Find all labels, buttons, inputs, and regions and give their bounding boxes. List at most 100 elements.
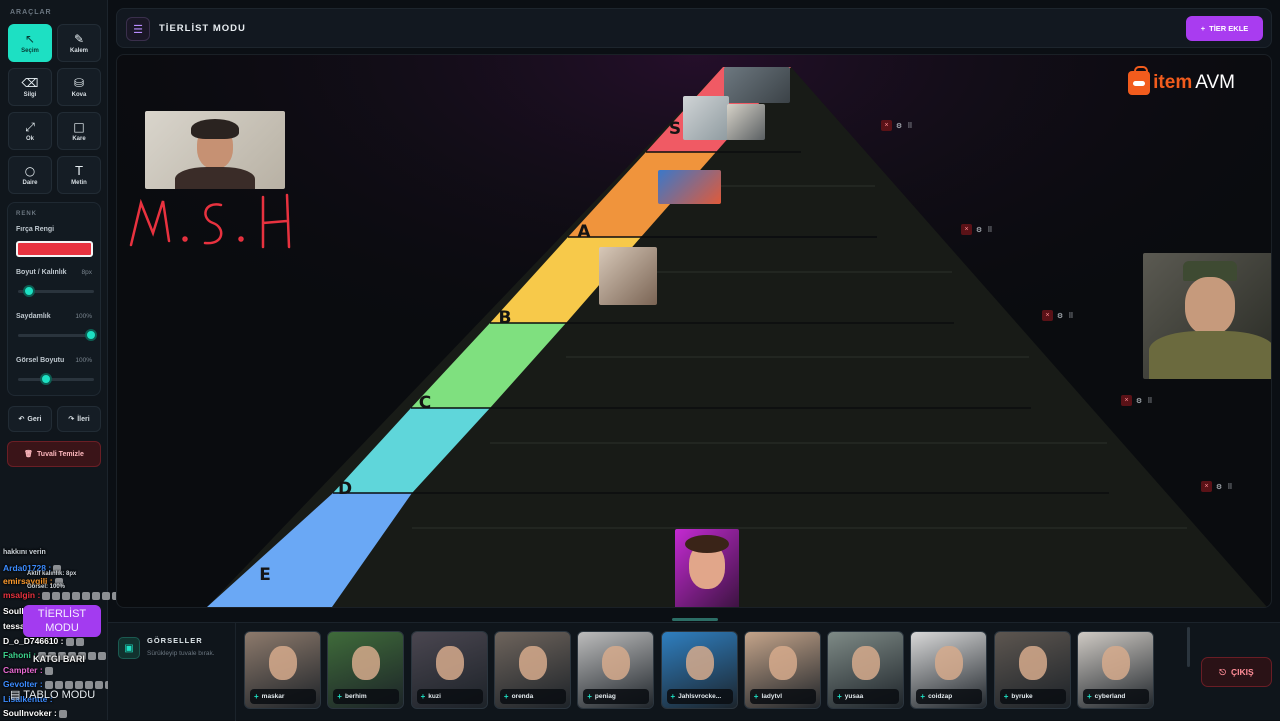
gallery-card[interactable]: +peniag — [577, 631, 655, 709]
tier-label-d: D — [338, 479, 352, 499]
placed-image[interactable] — [1143, 253, 1271, 379]
delete-tier-button[interactable]: × — [1121, 395, 1132, 406]
size-label: Boyut / Kalınlık — [16, 269, 67, 276]
drag-handle-icon[interactable]: ⠿ — [1147, 397, 1153, 405]
tool-eraser-button[interactable]: ⌫ Silgi — [8, 68, 52, 106]
undo-button[interactable]: ↶ Geri — [8, 406, 52, 432]
settings-icon[interactable]: ⚙ — [895, 122, 903, 130]
gallery-card-name: Jahlsvrocke... — [678, 693, 722, 700]
add-tier-label: TİER EKLE — [1209, 24, 1249, 33]
overlay-note: KATGI BARI — [33, 654, 85, 664]
gallery-card-label: +peniag — [583, 689, 650, 704]
tool-label: Kova — [71, 91, 87, 98]
gallery-card-label: +cyberland — [1083, 689, 1149, 704]
size-slider[interactable] — [18, 285, 94, 297]
tablo-mode-button[interactable]: ▤ TABLO MODU — [10, 688, 95, 701]
exit-label: ÇIKIŞ — [1231, 667, 1254, 677]
settings-icon[interactable]: ⚙ — [1135, 397, 1143, 405]
tier-label-e: E — [259, 565, 271, 585]
top-bar: ☰ TİERLİST MODU + TİER EKLE — [116, 8, 1272, 48]
gallery-card[interactable]: +Jahlsvrocke... — [660, 631, 738, 709]
gallery-card-label: +maskar — [250, 689, 316, 704]
tier-band-d — [333, 408, 490, 493]
chat-line: Campter : — [3, 665, 53, 675]
tool-arrow-button[interactable]: ⤢ Ok — [8, 112, 52, 150]
gallery-card[interactable]: +ladytvl — [743, 631, 821, 709]
plus-icon: + — [337, 692, 342, 701]
handwriting-drawing — [129, 193, 291, 249]
gallery-card-label: +orenda — [499, 689, 566, 704]
panel-resize-handle[interactable] — [672, 618, 718, 621]
gallery-card-label: +yusaa — [833, 689, 900, 704]
list-menu-icon[interactable]: ☰ — [126, 17, 150, 41]
gallery-card-name: peniag — [594, 693, 616, 700]
gallery-scrollbar[interactable] — [1187, 627, 1190, 667]
gallery-card[interactable]: +berhim — [327, 631, 405, 709]
delete-tier-button[interactable]: × — [961, 224, 972, 235]
delete-tier-button[interactable]: × — [1042, 310, 1053, 321]
gallery-card[interactable]: +orenda — [493, 631, 571, 709]
placed-image[interactable] — [724, 67, 790, 103]
opacity-slider[interactable] — [18, 329, 97, 341]
plus-icon: + — [837, 692, 842, 701]
settings-icon[interactable]: ⚙ — [975, 226, 983, 234]
tool-label: Ok — [25, 135, 34, 142]
tool-square-button[interactable]: □ Kare — [57, 112, 101, 150]
clear-canvas-button[interactable]: 🗑 Tuvali Temizle — [7, 441, 101, 467]
tablo-mode-label: TABLO MODU — [23, 689, 96, 701]
tool-select-button[interactable]: ↖ Seçim — [8, 24, 52, 62]
add-tier-button[interactable]: + TİER EKLE — [1186, 16, 1263, 41]
redo-label: İleri — [77, 415, 90, 423]
plus-icon: + — [1003, 692, 1009, 701]
gallery-card[interactable]: +coidzap — [910, 631, 988, 709]
placed-image[interactable] — [599, 247, 657, 305]
tool-text-button[interactable]: T Metin — [57, 156, 101, 194]
placed-image[interactable] — [675, 529, 739, 607]
drag-handle-icon[interactable]: ⠿ — [1227, 483, 1233, 491]
brush-color-swatch[interactable] — [16, 241, 93, 257]
drag-handle-icon[interactable]: ⠿ — [1068, 312, 1074, 320]
tool-label: Daire — [22, 179, 38, 186]
tier-controls-d: ×⚙ ⠿ — [1201, 481, 1234, 492]
gallery-card[interactable]: +cyberland — [1077, 631, 1154, 709]
tierlist-mode-pill[interactable]: TİERLİST MODU — [23, 605, 101, 637]
gallery-card[interactable]: +yusaa — [827, 631, 905, 709]
webcam-image[interactable] — [145, 111, 285, 189]
settings-icon[interactable]: ⚙ — [1215, 483, 1223, 491]
image-size-slider[interactable] — [18, 373, 94, 385]
image-size-slider-knob[interactable] — [39, 373, 52, 385]
placed-image[interactable] — [683, 96, 729, 140]
placed-image[interactable] — [727, 104, 765, 140]
gallery-card-label: +coidzap — [916, 689, 983, 704]
opacity-slider-knob[interactable] — [85, 329, 97, 341]
delete-tier-button[interactable]: × — [881, 120, 892, 131]
square-icon: □ — [73, 119, 85, 134]
delete-tier-button[interactable]: × — [1201, 481, 1212, 492]
drag-handle-icon[interactable]: ⠿ — [907, 122, 913, 130]
tool-label: Silgi — [23, 91, 37, 98]
tool-pen-button[interactable]: ✎ Kalem — [57, 24, 101, 62]
gallery-card[interactable]: +maskar — [244, 631, 321, 709]
chat-line: Soullnvoker : — [3, 708, 67, 718]
gallery-card[interactable]: +kuzi — [410, 631, 488, 709]
tool-bucket-button[interactable]: ⛁ Kova — [57, 68, 101, 106]
placed-image[interactable] — [658, 170, 721, 204]
gallery-card-name: berhim — [344, 693, 367, 700]
gallery-card[interactable]: +byruke — [993, 631, 1071, 709]
drag-handle-icon[interactable]: ⠿ — [987, 226, 993, 234]
gallery-card-name: maskar — [261, 693, 285, 700]
redo-button[interactable]: ↷ İleri — [57, 406, 101, 432]
tier-label-c: C — [419, 393, 431, 413]
image-add-icon: ▣ — [118, 637, 140, 659]
page-title: TİERLİST MODU — [159, 23, 246, 34]
exit-button[interactable]: ⎋ ÇIKIŞ — [1201, 657, 1272, 687]
redo-icon: ↷ — [68, 416, 75, 423]
settings-icon[interactable]: ⚙ — [1056, 312, 1064, 320]
size-slider-knob[interactable] — [23, 285, 36, 297]
gallery-card-label: +ladytvl — [749, 689, 816, 704]
tool-circle-button[interactable]: ○ Daire — [8, 156, 52, 194]
tier-label-a: A — [577, 222, 591, 242]
opacity-value: 100% — [75, 313, 92, 320]
plus-icon: + — [420, 692, 426, 701]
